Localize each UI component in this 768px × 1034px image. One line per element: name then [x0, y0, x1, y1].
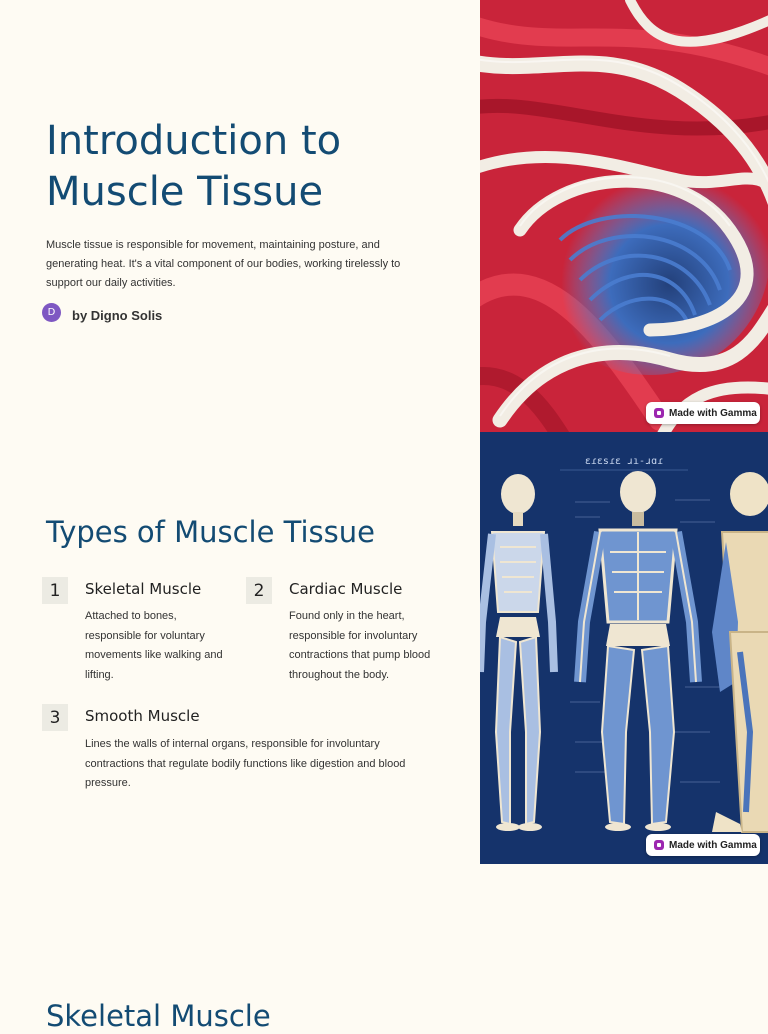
badge-label: Made with Gamma — [669, 407, 757, 419]
section-title: Skeletal Muscle — [46, 999, 271, 1033]
item-desc-smooth: Lines the walls of internal organs, resp… — [85, 738, 406, 789]
chart-heading: ɛɾɛsɾɛ ɹı-ɹɑɾ — [585, 456, 663, 467]
slide-skeletal: Skeletal Muscle — [0, 864, 768, 1033]
gamma-logo-icon — [654, 408, 664, 418]
item-title-cardiac: Cardiac Muscle — [289, 580, 403, 598]
muscular-figure-icon — [712, 472, 768, 833]
slide-introduction: Introduction to Muscle Tissue Muscle tis… — [0, 0, 768, 432]
item-number: 1 — [42, 577, 68, 604]
avatar: D — [42, 302, 61, 322]
item-title-smooth: Smooth Muscle — [85, 707, 200, 725]
author-name: by Digno Solis — [72, 307, 163, 323]
muscle-figure-icon — [574, 471, 702, 826]
skeleton-figure-icon — [480, 474, 558, 826]
section-title: Types of Muscle Tissue — [46, 515, 375, 549]
item-number: 2 — [246, 577, 272, 604]
gamma-logo-icon — [654, 840, 664, 850]
item-title-skeletal: Skeletal Muscle — [85, 580, 202, 598]
badge-label: Made with Gamma — [669, 839, 757, 851]
anatomy-chart-image: ɛɾɛsɾɛ ɹı-ɹɑɾ — [480, 432, 768, 864]
made-with-gamma-badge[interactable]: Made with Gamma — [646, 402, 760, 424]
slide-types: Types of Muscle Tissue 1 Skeletal Muscle… — [0, 432, 768, 864]
item-desc-cardiac: Found only in the heart, responsible for… — [289, 610, 431, 681]
intro-description: Muscle tissue is responsible for movemen… — [46, 239, 401, 289]
muscle-fibers-image — [480, 0, 768, 432]
item-number: 3 — [42, 704, 68, 731]
item-desc-skeletal: Attached to bones, responsible for volun… — [85, 610, 223, 681]
page-title: Introduction to Muscle Tissue — [46, 118, 342, 215]
author-line: D by Digno Solis — [42, 302, 163, 323]
made-with-gamma-badge[interactable]: Made with Gamma — [646, 834, 760, 856]
